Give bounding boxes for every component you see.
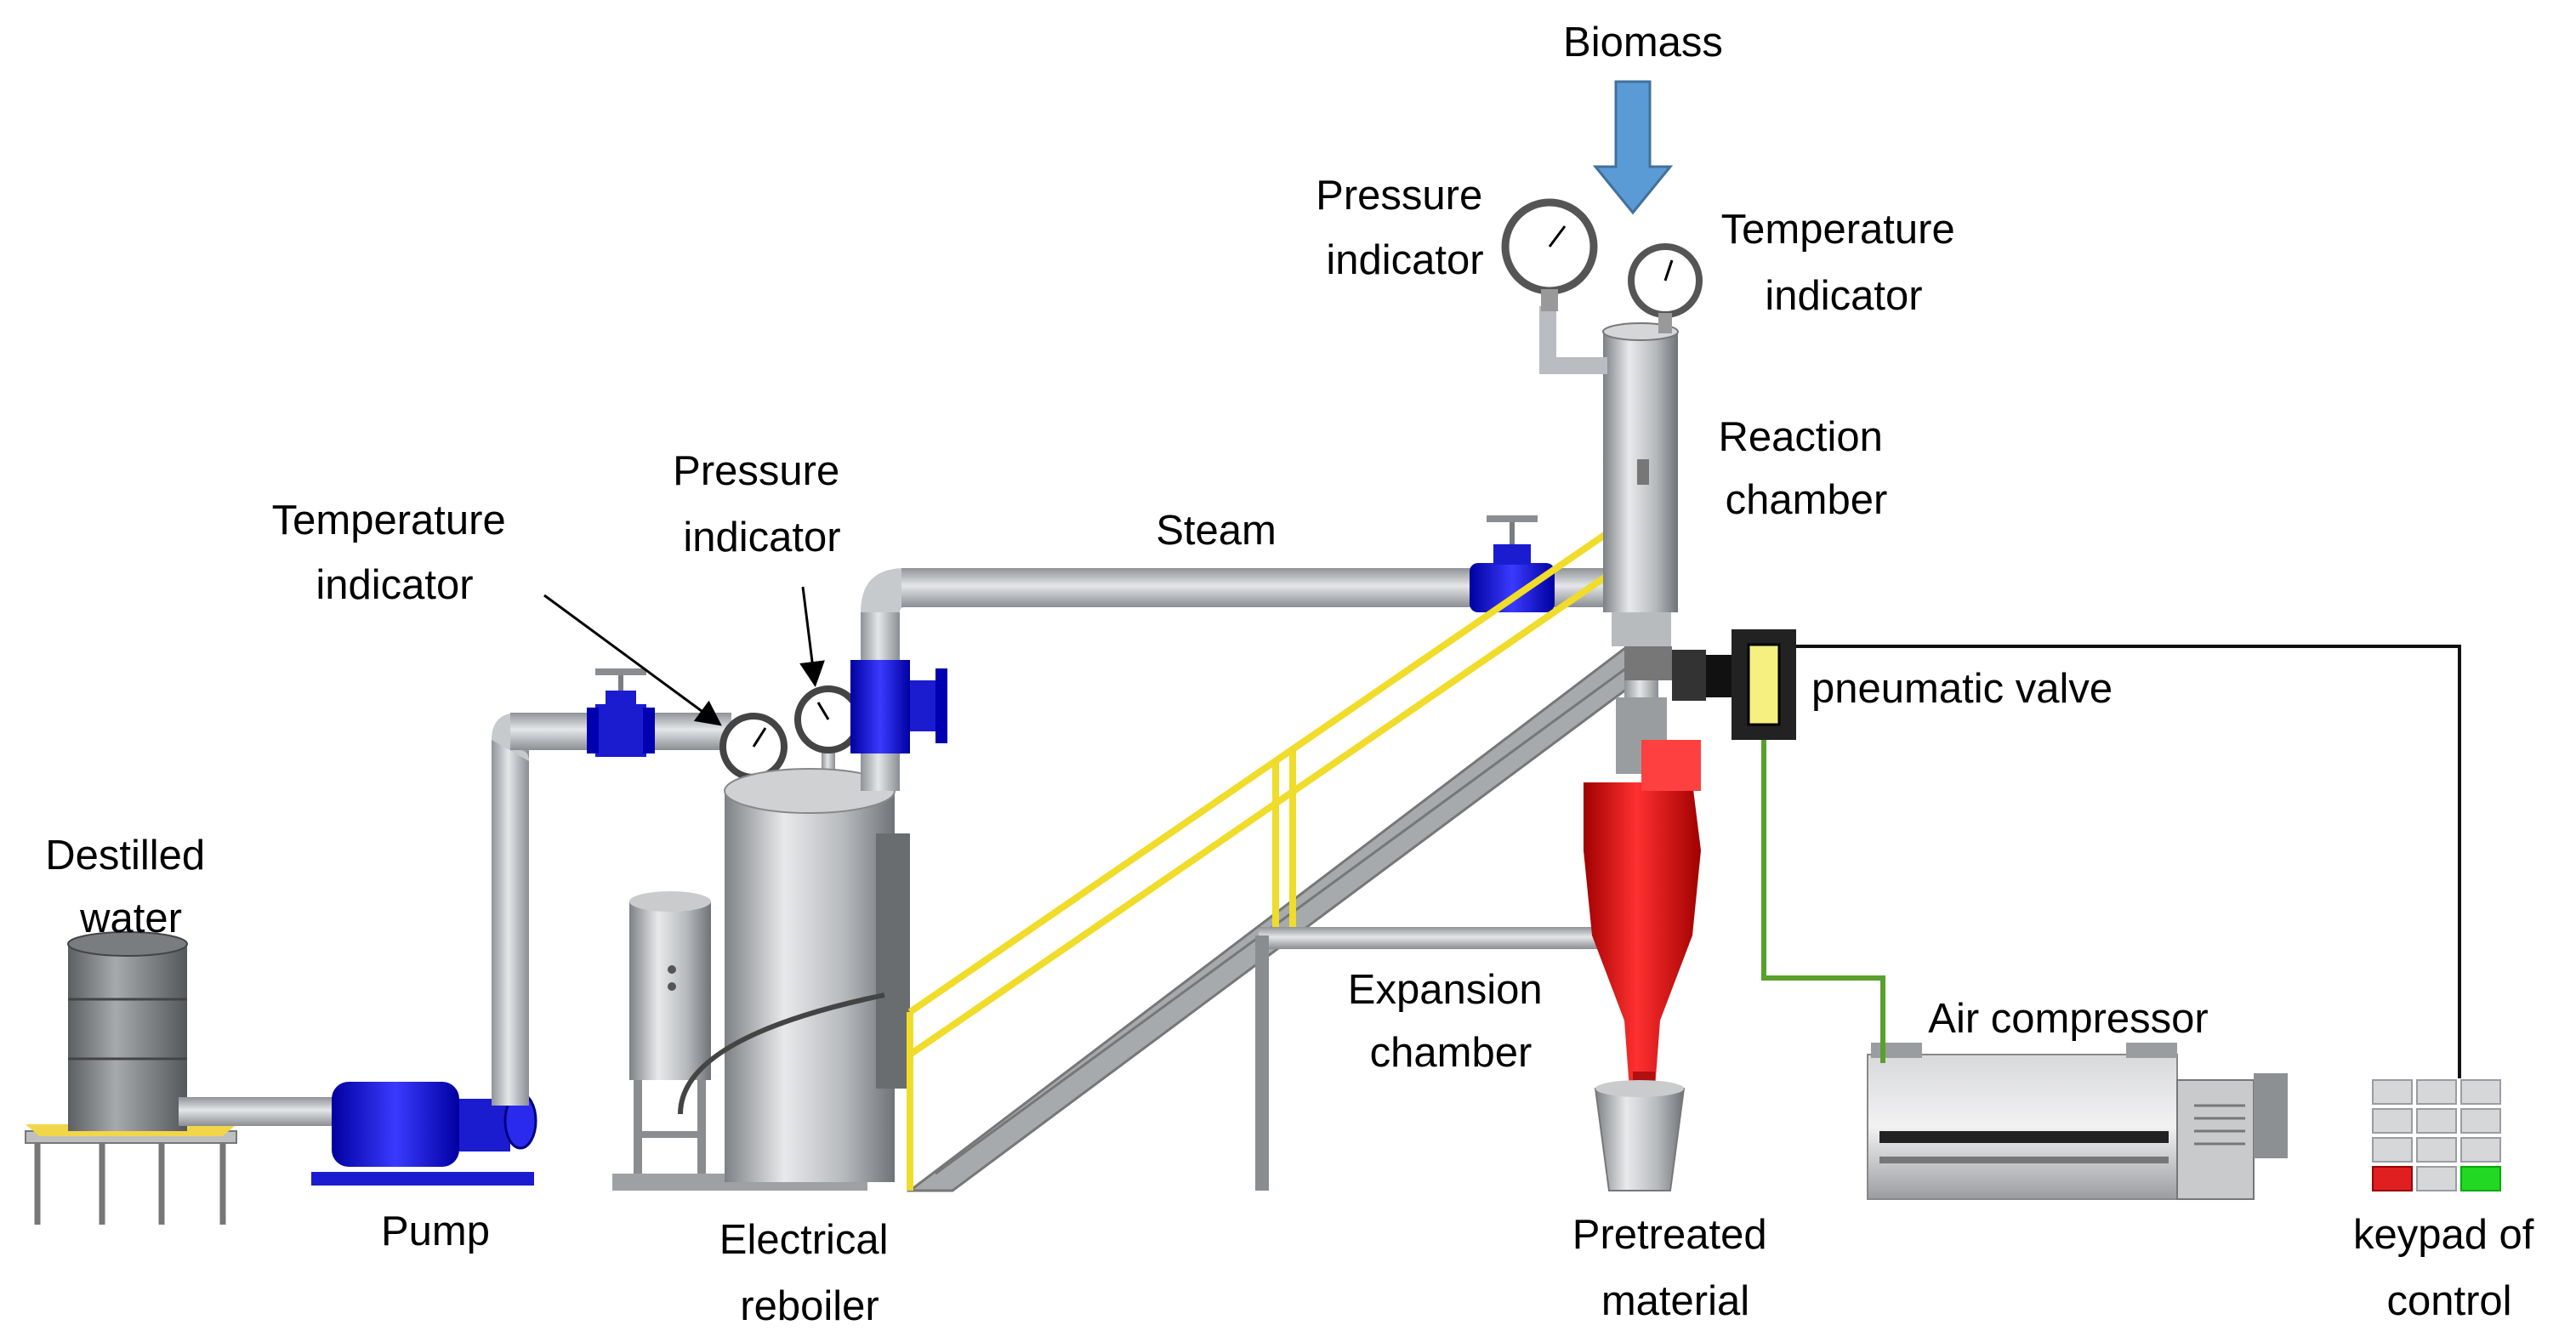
label-biomass: Biomass xyxy=(1563,20,1723,65)
gauge-icon xyxy=(1501,198,1607,374)
gauge-icon xyxy=(719,713,788,781)
drum-icon xyxy=(67,931,188,1131)
label-pneumatic-valve: pneumatic valve xyxy=(1811,666,2113,712)
side-tank xyxy=(629,891,711,1174)
pipe-steam-elbow xyxy=(861,568,905,612)
label-reaction-chamber: Reaction chamber xyxy=(1718,414,1894,523)
label-expansion-chamber: Expansion chamber xyxy=(1348,967,1554,1076)
pipe-water-to-pump xyxy=(179,1097,340,1126)
compressor-icon xyxy=(1867,1043,2288,1200)
label-steam: Steam xyxy=(1156,508,1277,554)
label-temperature-indicator-top: Temperature indicator xyxy=(1721,207,1967,319)
valve-icon xyxy=(1470,515,1555,612)
label-pump: Pump xyxy=(381,1208,490,1254)
label-air-compressor: Air compressor xyxy=(1928,996,2208,1042)
destilled-water-tank xyxy=(25,931,237,1225)
air-line xyxy=(1761,740,1885,1063)
keypad-icon xyxy=(2371,1078,2507,1197)
valve-icon xyxy=(587,668,655,757)
valve-icon xyxy=(850,660,947,753)
pneumatic-valve xyxy=(1624,629,1796,740)
label-pressure-indicator-left: Pressure indicator xyxy=(673,448,851,560)
pipe-pump-riser xyxy=(492,740,529,1106)
label-keypad-of-control: keypad of control xyxy=(2353,1212,2545,1324)
label-pressure-indicator-top: Pressure indicator xyxy=(1316,173,1494,283)
label-pretreated-material: Pretreated material xyxy=(1572,1212,1778,1324)
label-electrical-reboiler: Electrical reboiler xyxy=(719,1217,900,1329)
temperature-indicator-pointer xyxy=(543,594,722,726)
label-temperature-indicator-left: Temperature indicator xyxy=(272,498,518,608)
control-line xyxy=(1796,645,2461,1078)
label-destilled-water: Destilled water xyxy=(45,833,217,941)
electrical-reboiler xyxy=(612,768,910,1191)
staircase xyxy=(906,524,1652,1192)
arrow-down-icon xyxy=(1592,80,1674,215)
expansion-chamber xyxy=(1584,697,1701,1191)
pump-icon xyxy=(311,1082,537,1186)
gauge-icon xyxy=(1628,243,1703,333)
pressure-indicator-pointer xyxy=(799,586,825,687)
